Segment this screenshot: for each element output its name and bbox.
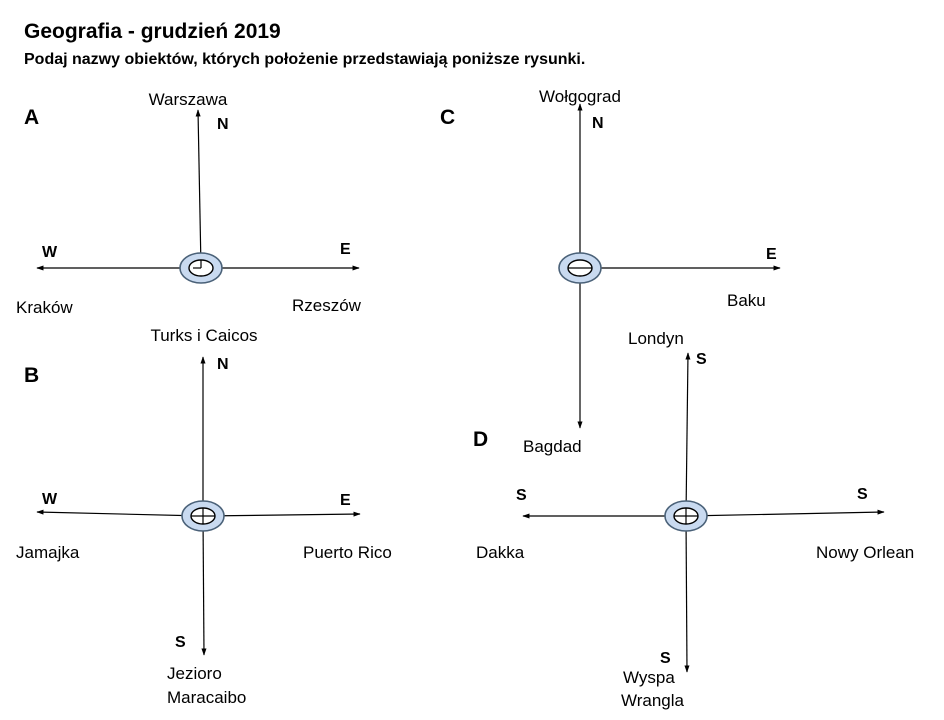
compass-c xyxy=(558,103,781,429)
figure-a-dir-right: E xyxy=(340,241,351,258)
figure-a-dir-up: N xyxy=(217,116,229,133)
figure-b-place-down-line1: Jezioro xyxy=(167,664,222,683)
compass-b xyxy=(36,356,361,656)
figure-d-dir-down: S xyxy=(660,650,671,667)
figure-b-place-right: Puerto Rico xyxy=(303,543,392,562)
figure-b-place-down-line2: Maracaibo xyxy=(167,688,247,707)
figure-d-place-up: Londyn xyxy=(628,329,684,348)
compass-d xyxy=(522,352,885,673)
compass-a xyxy=(36,109,360,284)
figure-b-dir-left: W xyxy=(42,491,58,508)
figure-b-dir-down: S xyxy=(175,634,186,651)
figure-c-place-up: Wołgograd xyxy=(539,87,621,106)
figure-b-dir-up: N xyxy=(217,356,229,373)
figure-c-dir-up: N xyxy=(592,115,604,132)
figure-b-place-left: Jamajka xyxy=(16,543,80,562)
figure-d-dir-left: S xyxy=(516,487,527,504)
figure-d-place-left: Dakka xyxy=(476,543,525,562)
compass-a-arrow-up xyxy=(195,109,202,269)
figure-a-place-left: Kraków xyxy=(16,298,73,317)
figure-d-letter: D xyxy=(473,428,489,451)
page-title: Geografia - grudzień 2019 xyxy=(24,20,281,43)
figure-d-dir-right: S xyxy=(857,486,868,503)
figure-d-place-down-line1: Wyspa xyxy=(623,668,675,687)
figure-d-place-down-line2: Wrangla xyxy=(621,691,684,710)
figure-c-place-down: Bagdad xyxy=(523,437,582,456)
compass-a-rose xyxy=(179,252,223,284)
figure-d-dir-up: S xyxy=(696,351,707,368)
figure-a-place-right: Rzeszów xyxy=(292,296,361,315)
figure-b-letter: B xyxy=(24,364,40,387)
compass-d-arrow-right xyxy=(685,509,885,517)
figure-b-place-up: Turks i Caicos xyxy=(150,326,258,345)
compass-b-arrow-left xyxy=(36,509,204,517)
figure-b-dir-right: E xyxy=(340,492,351,509)
figure-c-dir-right: E xyxy=(766,246,777,263)
figure-c-letter: C xyxy=(440,106,456,129)
compass-b-rose xyxy=(181,500,225,532)
compass-b-arrow-down xyxy=(201,515,207,656)
figure-a-place-up: Warszawa xyxy=(148,90,228,109)
figure-d-place-right: Nowy Orlean xyxy=(816,543,915,562)
compass-d-arrow-down xyxy=(684,515,690,673)
compass-d-rose xyxy=(664,500,708,532)
compass-c-rose xyxy=(558,252,602,284)
page-subtitle: Podaj nazwy obiektów, których położenie … xyxy=(24,51,586,68)
figure-c-place-right: Baku xyxy=(727,291,766,310)
figure-a-letter: A xyxy=(24,106,40,129)
compass-b-arrow-right xyxy=(202,511,361,517)
figure-a-dir-left: W xyxy=(42,244,58,261)
compass-d-arrow-up xyxy=(685,352,691,517)
